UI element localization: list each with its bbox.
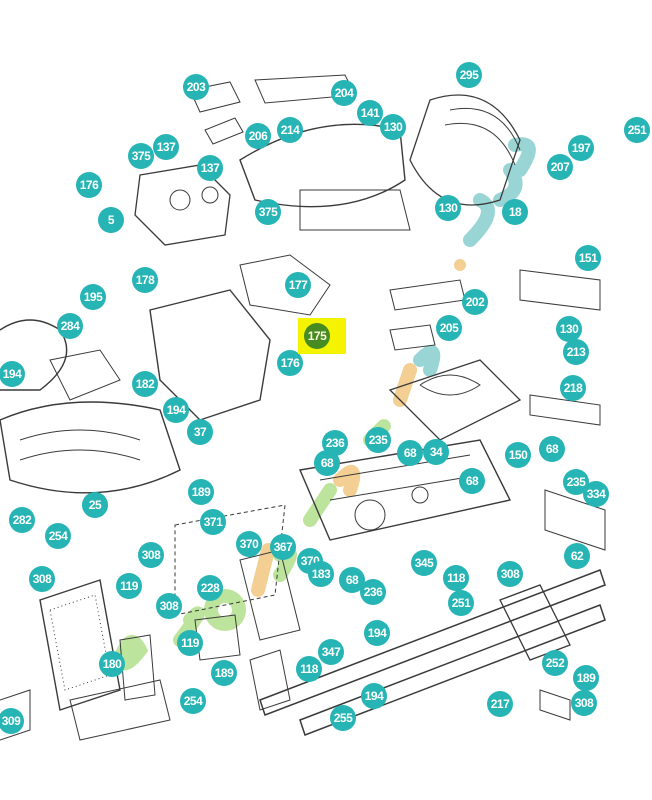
callout-251[interactable]: 251 — [448, 590, 474, 616]
callout-5[interactable]: 5 — [98, 207, 124, 233]
callout-236[interactable]: 236 — [322, 430, 348, 456]
callout-367[interactable]: 367 — [270, 534, 296, 560]
callout-295[interactable]: 295 — [456, 62, 482, 88]
callout-189[interactable]: 189 — [188, 479, 214, 505]
callout-345[interactable]: 345 — [411, 550, 437, 576]
callout-202[interactable]: 202 — [462, 289, 488, 315]
callout-197[interactable]: 197 — [568, 135, 594, 161]
callout-308[interactable]: 308 — [571, 690, 597, 716]
callout-176[interactable]: 176 — [277, 350, 303, 376]
callout-68[interactable]: 68 — [539, 436, 565, 462]
callout-217[interactable]: 217 — [487, 691, 513, 717]
callout-205[interactable]: 205 — [436, 315, 462, 341]
callout-251[interactable]: 251 — [624, 117, 650, 143]
callout-137[interactable]: 137 — [197, 155, 223, 181]
callout-137[interactable]: 137 — [153, 134, 179, 160]
callout-308[interactable]: 308 — [29, 566, 55, 592]
callout-25[interactable]: 25 — [82, 492, 108, 518]
callout-37[interactable]: 37 — [187, 419, 213, 445]
callout-371[interactable]: 371 — [200, 509, 226, 535]
callout-195[interactable]: 195 — [80, 284, 106, 310]
callout-141[interactable]: 141 — [357, 100, 383, 126]
callout-130[interactable]: 130 — [435, 195, 461, 221]
callout-176[interactable]: 176 — [76, 172, 102, 198]
callout-68[interactable]: 68 — [459, 468, 485, 494]
callout-218[interactable]: 218 — [560, 375, 586, 401]
callout-119[interactable]: 119 — [116, 573, 142, 599]
callout-204[interactable]: 204 — [331, 80, 357, 106]
callout-206[interactable]: 206 — [245, 123, 271, 149]
callout-308[interactable]: 308 — [156, 593, 182, 619]
callout-189[interactable]: 189 — [573, 665, 599, 691]
callout-284[interactable]: 284 — [57, 313, 83, 339]
callout-18[interactable]: 18 — [502, 199, 528, 225]
callout-236[interactable]: 236 — [360, 579, 386, 605]
callout-62[interactable]: 62 — [564, 543, 590, 569]
highlighted-part-box[interactable]: 175 — [298, 318, 346, 354]
callout-375[interactable]: 375 — [128, 143, 154, 169]
callout-334[interactable]: 334 — [583, 481, 609, 507]
callout-119[interactable]: 119 — [177, 630, 203, 656]
callout-177[interactable]: 177 — [285, 272, 311, 298]
callout-228[interactable]: 228 — [197, 575, 223, 601]
callout-375[interactable]: 375 — [255, 199, 281, 225]
callout-118[interactable]: 118 — [443, 565, 469, 591]
callout-118[interactable]: 118 — [296, 656, 322, 682]
callout-213[interactable]: 213 — [563, 339, 589, 365]
callout-214[interactable]: 214 — [277, 117, 303, 143]
callout-highlighted[interactable]: 175 — [304, 323, 330, 349]
callout-370[interactable]: 370 — [236, 531, 262, 557]
callout-183[interactable]: 183 — [308, 561, 334, 587]
callout-34[interactable]: 34 — [423, 439, 449, 465]
callout-194[interactable]: 194 — [364, 620, 390, 646]
callout-130[interactable]: 130 — [556, 316, 582, 342]
callout-235[interactable]: 235 — [365, 427, 391, 453]
callout-194[interactable]: 194 — [0, 361, 25, 387]
callout-203[interactable]: 203 — [183, 74, 209, 100]
callout-308[interactable]: 308 — [497, 561, 523, 587]
callout-309[interactable]: 309 — [0, 708, 24, 734]
callout-308[interactable]: 308 — [138, 542, 164, 568]
callout-189[interactable]: 189 — [211, 660, 237, 686]
callout-194[interactable]: 194 — [163, 397, 189, 423]
callout-255[interactable]: 255 — [330, 705, 356, 731]
callout-254[interactable]: 254 — [180, 688, 206, 714]
callout-254[interactable]: 254 — [45, 523, 71, 549]
callout-68[interactable]: 68 — [397, 440, 423, 466]
callout-151[interactable]: 151 — [575, 245, 601, 271]
callout-150[interactable]: 150 — [505, 442, 531, 468]
callout-282[interactable]: 282 — [9, 507, 35, 533]
callout-178[interactable]: 178 — [132, 267, 158, 293]
callout-180[interactable]: 180 — [99, 651, 125, 677]
callout-130[interactable]: 130 — [380, 114, 406, 140]
callout-347[interactable]: 347 — [318, 639, 344, 665]
callout-194[interactable]: 194 — [361, 683, 387, 709]
callout-252[interactable]: 252 — [542, 650, 568, 676]
callout-207[interactable]: 207 — [547, 154, 573, 180]
callout-182[interactable]: 182 — [132, 371, 158, 397]
